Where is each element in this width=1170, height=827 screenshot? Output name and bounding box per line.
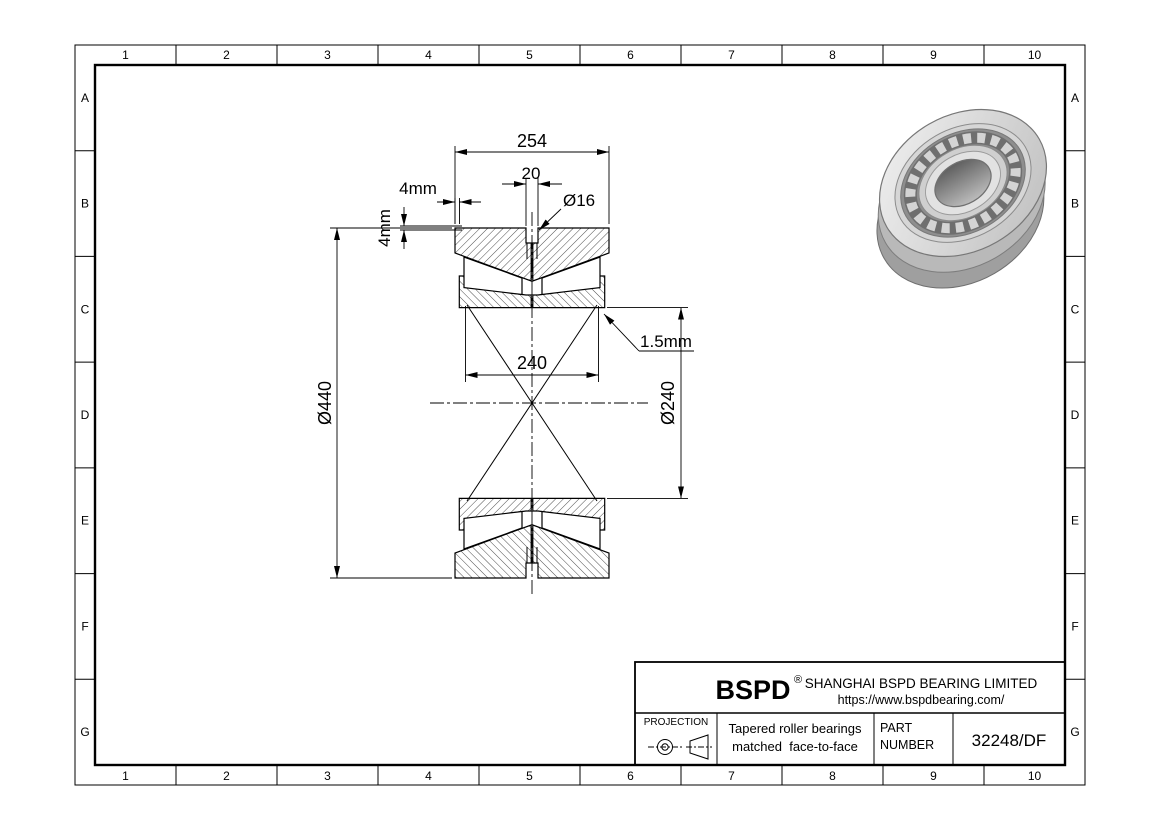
bearing-rollers <box>905 132 1021 234</box>
grid-column-label-top: 9 <box>930 48 937 62</box>
grid-column-label-bottom: 1 <box>122 769 129 783</box>
company-website: https://www.bspdbearing.com/ <box>838 693 1005 707</box>
grid-column-label-top: 6 <box>627 48 634 62</box>
dimensions: 254 20 Ø16 4mm 4mm <box>315 131 694 579</box>
part-number-label-line1: PART <box>880 721 913 735</box>
bearing-3d-view <box>876 108 1048 289</box>
grid-column-label-top: 2 <box>223 48 230 62</box>
grid-column-label-top: 8 <box>829 48 836 62</box>
grid-ticks <box>75 45 1085 785</box>
grid-row-label-right: A <box>1071 91 1079 105</box>
grid-column-label-top: 3 <box>324 48 331 62</box>
grid-column-label-bottom: 2 <box>223 769 230 783</box>
first-angle-projection-icon <box>648 734 712 760</box>
company-logo: BSPD <box>715 675 790 705</box>
dim-inner-ring-width: 240 <box>465 306 599 382</box>
grid-row-label-right: C <box>1071 302 1080 316</box>
grid-column-label-bottom: 3 <box>324 769 331 783</box>
grid-row-label-left: C <box>81 302 90 316</box>
registered-trademark-icon: ® <box>794 674 802 686</box>
dim-text-inner-ring-width: 240 <box>517 353 547 373</box>
grid-column-label-bottom: 8 <box>829 769 836 783</box>
grid-row-label-left: B <box>81 197 89 211</box>
grid-row-label-right: D <box>1071 408 1080 422</box>
grid-row-label-left: A <box>81 91 89 105</box>
grid-row-label-right: G <box>1070 725 1079 739</box>
dim-groove-width: 20 <box>502 164 562 226</box>
grid-row-label-left: D <box>81 408 90 422</box>
company-name: SHANGHAI BSPD BEARING LIMITED <box>805 676 1038 691</box>
dim-text-hole-diameter: Ø16 <box>563 191 595 210</box>
grid-column-label-bottom: 10 <box>1028 769 1042 783</box>
grid-column-label-bottom: 9 <box>930 769 937 783</box>
description-line2: matched face-to-face <box>732 739 858 754</box>
grid-column-label-top: 10 <box>1028 48 1042 62</box>
grid-column-label-top: 1 <box>122 48 129 62</box>
grid-row-label-left: E <box>81 514 89 528</box>
grid-row-label-right: F <box>1071 619 1078 633</box>
part-number-label-line2: NUMBER <box>880 738 934 752</box>
grid-column-label-bottom: 5 <box>526 769 533 783</box>
grid-column-label-bottom: 6 <box>627 769 634 783</box>
dim-hole-diameter: Ø16 <box>538 191 595 231</box>
part-number-value: 32248/DF <box>972 731 1047 750</box>
cross-section-view <box>430 212 648 594</box>
description-line1: Tapered roller bearings <box>729 721 862 736</box>
grid-column-label-bottom: 7 <box>728 769 735 783</box>
dim-text-groove-width: 20 <box>522 164 541 183</box>
projection-label: PROJECTION <box>644 717 708 728</box>
dim-bore-diameter: Ø240 <box>607 307 688 499</box>
dim-text-recess: 1.5mm <box>640 332 692 351</box>
grid-column-label-bottom: 4 <box>425 769 432 783</box>
dim-text-bore-diameter: Ø240 <box>658 381 678 425</box>
grid-row-label-right: B <box>1071 197 1079 211</box>
grid-column-label-top: 7 <box>728 48 735 62</box>
grid-column-label-top: 4 <box>425 48 432 62</box>
dim-recess: 1.5mm <box>603 313 694 352</box>
title-block: BSPD ® SHANGHAI BSPD BEARING LIMITED htt… <box>634 661 1066 766</box>
grid-row-label-left: F <box>81 619 88 633</box>
dim-text-total-width: 254 <box>517 131 547 151</box>
bearing-bore <box>934 158 992 208</box>
dim-text-outer-diameter: Ø440 <box>315 381 335 425</box>
grid-column-label-top: 5 <box>526 48 533 62</box>
grid-row-label-right: E <box>1071 514 1079 528</box>
dim-text-face-gap-horizontal: 4mm <box>399 179 437 198</box>
dim-outer-diameter: Ø440 <box>315 227 452 579</box>
grid-row-label-left: G <box>80 725 89 739</box>
dim-face-gap-horizontal: 4mm <box>399 179 481 224</box>
